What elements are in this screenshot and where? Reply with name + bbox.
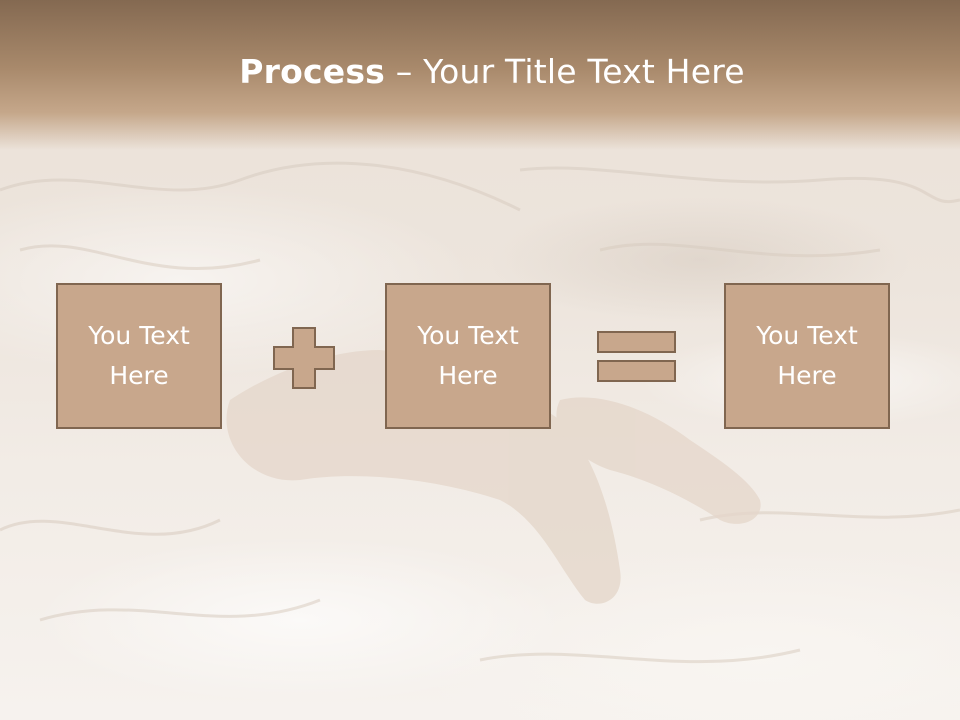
process-box-2-text: You Text Here [398,316,538,396]
process-box-1[interactable]: You Text Here [56,283,222,429]
process-box-3[interactable]: You Text Here [724,283,890,429]
process-box-3-line1: You Text [756,321,858,350]
process-box-2[interactable]: You Text Here [385,283,551,429]
equals-icon [597,331,677,387]
title-bold: Process [239,52,386,91]
process-box-1-line2: Here [109,361,169,390]
slide-title: Process – Your Title Text Here [0,52,960,91]
process-box-3-text: You Text Here [737,316,877,396]
process-box-2-line2: Here [438,361,498,390]
title-rest: – Your Title Text Here [385,52,745,91]
process-box-1-line1: You Text [88,321,190,350]
plus-icon [273,327,335,393]
process-box-2-line1: You Text [417,321,519,350]
process-box-1-text: You Text Here [69,316,209,396]
process-box-3-line2: Here [777,361,837,390]
header-band [0,0,960,150]
